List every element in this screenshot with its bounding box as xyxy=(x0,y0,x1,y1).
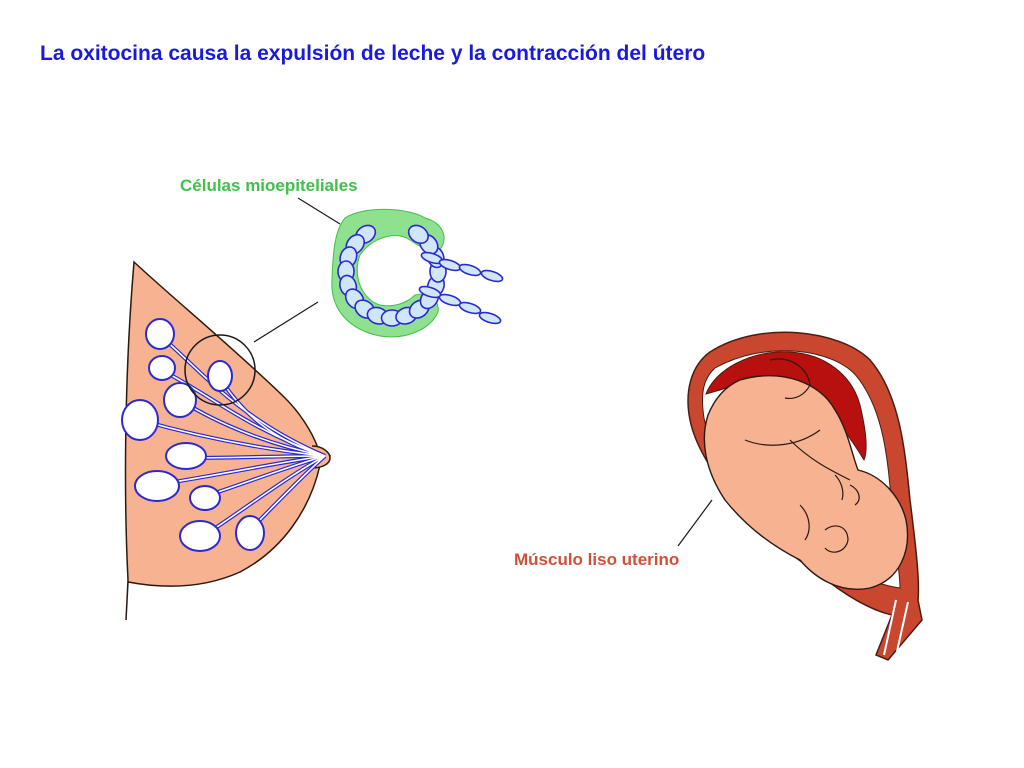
duct-cell xyxy=(458,301,482,315)
epithelial-cell xyxy=(407,224,429,245)
fetus-details xyxy=(744,358,860,553)
fetus xyxy=(703,375,909,590)
duct-cell xyxy=(478,311,502,325)
breast-illustration xyxy=(121,260,332,621)
zoom-circle xyxy=(184,334,256,406)
page-title: La oxitocina causa la expulsión de leche… xyxy=(40,42,706,65)
uterus-illustration xyxy=(677,331,923,661)
duct-cell xyxy=(458,263,482,277)
alveolar-lobules xyxy=(121,318,265,552)
uterine-muscle-label: Músculo liso uterino xyxy=(514,550,680,569)
uterine-muscle-pointer xyxy=(677,499,713,547)
myoepithelial-label: Células mioepiteliales xyxy=(180,176,358,195)
myoepithelial-pointer xyxy=(297,197,341,225)
duct-cell xyxy=(438,293,462,307)
duct-cell xyxy=(480,269,504,283)
alveolus-zoom xyxy=(297,197,504,338)
cervix xyxy=(883,599,909,657)
zoom-connector xyxy=(253,301,319,343)
epithelial-cells xyxy=(337,224,504,327)
